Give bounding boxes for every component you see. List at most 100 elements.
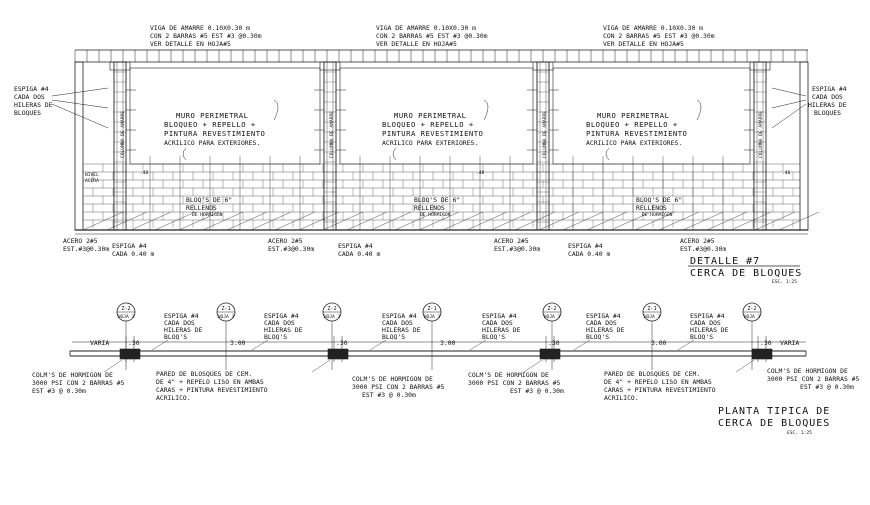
espiga-note-left: ESPIGA #4 CADA DOS HILERAS DE BLOQUES	[14, 85, 53, 117]
plan-title: PLANTA TIPICA DE	[718, 406, 830, 417]
viga-note-line: VER DETALLE EN HOJA#5	[150, 40, 231, 48]
detalle-subtitle: CERCA DE BLOQUES	[690, 268, 802, 279]
plan-column	[119, 348, 141, 360]
viga-note-line: VIGA DE AMARRE 0.10X0.30 m	[376, 24, 476, 32]
acero-line: ACERO 2#5	[268, 237, 303, 245]
rebar-diag	[346, 211, 388, 231]
colm-note-3: COLM'S DE HORMIGON DE 3000 PSI CON 2 BAR…	[468, 371, 564, 395]
colm-line: COLM'S DE HORMIGON DE	[468, 371, 549, 379]
column-cap	[109, 61, 131, 71]
muro-line: MURO PERIMETRAL	[394, 111, 466, 120]
plan-column	[327, 348, 349, 360]
pared-line: DE 4" + REPELO LISO EN AMBAS	[604, 378, 712, 386]
espiga-line: CADA DOS	[812, 93, 843, 101]
pared-line: CARAS + PINTURA REVESTIMIENTO	[156, 386, 268, 394]
plan-espiga-line: BLOQ'S	[164, 333, 187, 341]
leader	[103, 359, 123, 373]
plan-espiga-line: ESPIGA #4	[586, 312, 621, 320]
pared-line: CARAS + PINTURA REVESTIMIENTO	[604, 386, 716, 394]
muro-note-3: MURO PERIMETRAL BLOQUEO + REPELLO + PINT…	[586, 111, 687, 147]
plan-espiga-line: ESPIGA #4	[482, 312, 517, 320]
muro-line: MURO PERIMETRAL	[176, 111, 248, 120]
espiga-line: HILERAS DE	[808, 101, 847, 109]
section-marker-bottom: HOJA 3	[644, 314, 661, 320]
leader	[771, 99, 807, 109]
bloques-line: DE HORMIGON	[192, 212, 223, 218]
rebar-diag	[418, 211, 460, 231]
colm-note-1: COLM'S DE HORMIGON DE 3000 PSI CON 2 BAR…	[32, 371, 124, 395]
espiga-cada-line: ESPIGA #4	[568, 242, 603, 250]
rebar-diag	[226, 211, 268, 231]
espiga-cada-line: CADA 0.40 m	[568, 250, 610, 258]
nivel-acera-label: NIVEL	[85, 172, 99, 178]
colm-line: 3000 PSI CON 2 BARRAS #5	[767, 375, 859, 383]
plan-espiga-line: HILERAS DE	[264, 326, 303, 334]
viga-note-line: VER DETALLE EN HOJA#5	[603, 40, 684, 48]
rebar-diag	[706, 211, 748, 231]
leader	[311, 359, 331, 373]
plan-subtitle: CERCA DE BLOQUES	[718, 418, 830, 429]
rebar-diag	[610, 211, 652, 231]
muro-line: PINTURA REVESTIMIENTO	[382, 129, 483, 138]
leader	[677, 339, 695, 351]
plan-espiga-line: BLOQ'S	[264, 333, 287, 341]
viga-note-1: VIGA DE AMARRE 0.10X0.30 m CON 2 BARRAS …	[150, 24, 262, 48]
dim-30: .30	[760, 339, 772, 347]
dim-40: .40	[782, 170, 791, 176]
bloques-line: BLOQ'S DE 6"	[636, 196, 682, 204]
leader	[469, 339, 487, 351]
plan-espiga-line: BLOQ'S	[586, 333, 609, 341]
column-cap	[319, 61, 341, 71]
leader	[771, 103, 807, 129]
colm-note-2: COLM'S DE HORMIGON DE 3000 PSI CON 2 BAR…	[352, 375, 444, 399]
bloques-line: RELLENOS	[414, 204, 445, 212]
pared-line: ACRILICO.	[604, 394, 639, 402]
leader	[771, 87, 807, 97]
colm-line: COLM'S DE HORMIGON DE	[767, 367, 848, 375]
viga-note-line: VIGA DE AMARRE 0.10X0.30 m	[603, 24, 703, 32]
section-marker-bottom: HOJA 3	[218, 314, 235, 320]
viga-note-line: CON 2 BARRAS #5 EST #3 @0.30m	[376, 32, 488, 40]
dim-40: .40	[476, 170, 485, 176]
rebar-diag	[682, 211, 724, 231]
muro-line: PINTURA REVESTIMIENTO	[164, 129, 265, 138]
muro-line: MURO PERIMETRAL	[597, 111, 669, 120]
bloques-line: BLOQ'S DE 6"	[186, 196, 232, 204]
rebar-diag	[730, 211, 772, 231]
viga-note-line: VER DETALLE EN HOJA#5	[376, 40, 457, 48]
plan-espiga-line: HILERAS DE	[482, 326, 521, 334]
muro-line: BLOQUEO + REPELLO +	[164, 120, 256, 129]
end-pilaster-right	[799, 61, 809, 231]
acero-line: ACERO 2#5	[63, 237, 98, 245]
plan-column	[539, 348, 561, 360]
pared-line: PARED DE BLOSQUES DE CEM.	[604, 370, 700, 378]
section-marker-top: Z-1	[427, 306, 436, 312]
dim-40: .40	[140, 170, 149, 176]
acero-note-1: ACERO 2#5 EST.#3@0.30m	[63, 237, 109, 253]
muro-line: BLOQUEO + REPELLO +	[382, 120, 474, 129]
muro-note-2: MURO PERIMETRAL BLOQUEO + REPELLO + PINT…	[382, 111, 483, 147]
detalle-title: DETALLE #7	[690, 256, 760, 267]
acero-line: ACERO 2#5	[494, 237, 529, 245]
rebar-diag	[178, 211, 220, 231]
plan-espiga-line: BLOQ'S	[482, 333, 505, 341]
note-leader	[605, 147, 610, 161]
acero-note-4: ACERO 2#5 EST.#3@0.30m	[680, 237, 726, 253]
plan-espiga-line: HILERAS DE	[690, 326, 729, 334]
dim-300: 3.00	[440, 339, 456, 347]
note-leader	[392, 147, 397, 161]
colm-line: 3000 PSI CON 2 BARRAS #5	[32, 379, 124, 387]
rebar-diag	[490, 211, 532, 231]
detalle-scale: ESC. 1:25	[772, 279, 797, 285]
dim-30: .30	[336, 339, 348, 347]
section-marker-top: Z-1	[647, 306, 656, 312]
rebar-diag	[586, 211, 628, 231]
dim-30: .30	[128, 339, 140, 347]
acero-note-2: ACERO 2#5 EST.#3@0.30m	[268, 237, 314, 253]
espiga-cada-line: CADA 0.40 m	[338, 250, 380, 258]
rebar-diag	[82, 211, 124, 231]
plan-espiga-line: ESPIGA #4	[690, 312, 725, 320]
pared-line: ACRILICO.	[156, 394, 191, 402]
